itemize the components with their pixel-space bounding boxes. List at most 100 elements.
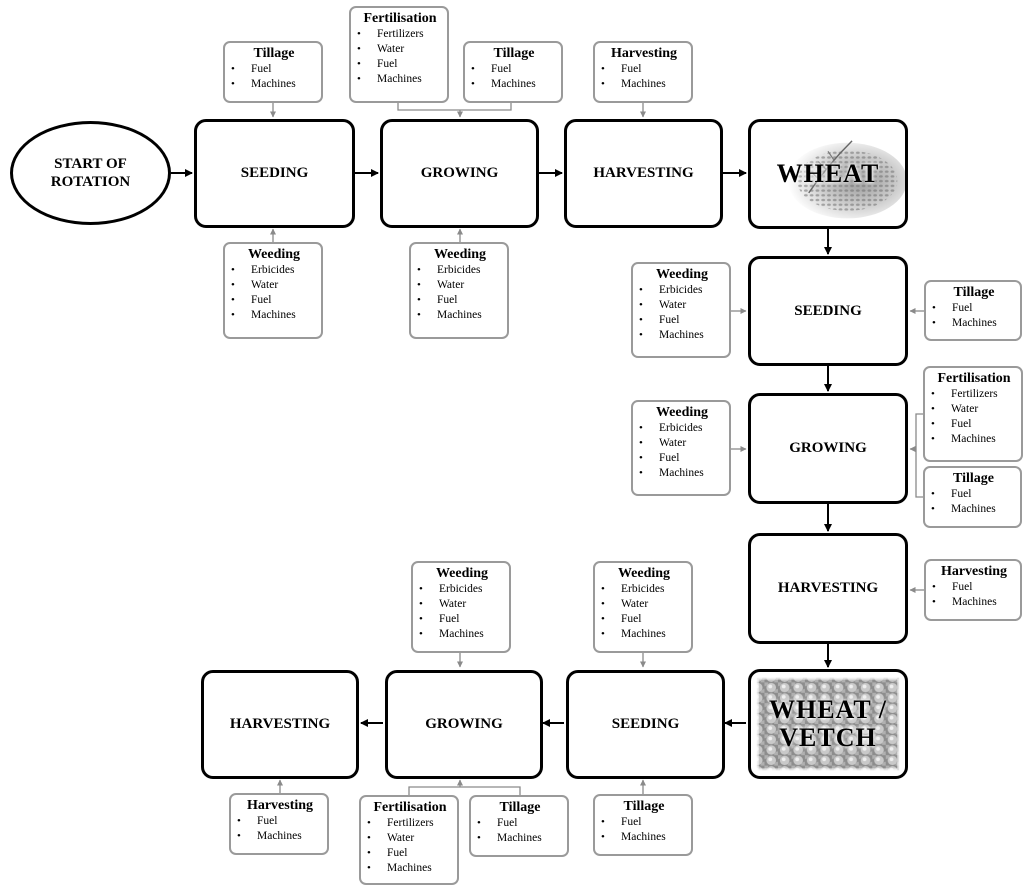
input-title: Tillage [623, 799, 665, 814]
input-title: Harvesting [246, 798, 314, 813]
input-list-item: Water [601, 597, 687, 612]
input-list-item: Fuel [601, 815, 687, 830]
tillage-input-box: TillageFuelMachines [593, 794, 693, 856]
start-of-rotation-label: START OF ROTATION [50, 156, 131, 190]
input-title: Tillage [953, 471, 994, 486]
harvesting-input-box: HarvestingFuelMachines [229, 793, 329, 855]
harvesting-label: HARVESTING [229, 716, 331, 732]
input-list-item: Machines [639, 328, 725, 343]
weeding-input-box: WeedingErbicidesWaterFuelMachines [409, 242, 509, 339]
input-list-item: Fuel [357, 57, 443, 72]
input-list-item: Fuel [477, 816, 563, 831]
input-list-item: Erbicides [639, 421, 725, 436]
input-list: FuelMachines [932, 580, 1016, 610]
input-list-item: Machines [231, 308, 317, 323]
input-list-item: Fuel [367, 846, 453, 861]
fertilisation-input-box: FertilisationFertilizersWaterFuelMachine… [923, 366, 1023, 462]
tillage-input-box: TillageFuelMachines [924, 280, 1022, 341]
input-list: ErbicidesWaterFuelMachines [601, 582, 687, 642]
weeding-input-box: WeedingErbicidesWaterFuelMachines [631, 400, 731, 496]
wheat-vetch-seed-image [754, 675, 902, 773]
input-title: Weeding [617, 566, 671, 581]
input-list-item: Fuel [931, 417, 1017, 432]
input-list-item: Fuel [231, 293, 317, 308]
input-list: FuelMachines [931, 487, 1016, 517]
seeding-label: SEEDING [611, 716, 680, 732]
weeding-input-box: WeedingErbicidesWaterFuelMachines [593, 561, 693, 653]
tillage-input-box: TillageFuelMachines [463, 41, 563, 103]
tillage-input-box: TillageFuelMachines [223, 41, 323, 103]
input-list-item: Erbicides [419, 582, 505, 597]
input-title: Harvesting [940, 564, 1008, 579]
input-title: Harvesting [610, 46, 678, 61]
input-list: FuelMachines [471, 62, 557, 92]
input-title: Fertilisation [937, 371, 1011, 386]
input-list-item: Machines [601, 77, 687, 92]
input-title: Tillage [253, 46, 295, 61]
growing-node-3: GROWING [385, 670, 543, 779]
wheat-vetch-label: WHEAT / VETCH [768, 695, 887, 752]
harvesting-input-box: HarvestingFuelMachines [924, 559, 1022, 621]
input-list-item: Machines [601, 830, 687, 845]
growing-node-2: GROWING [748, 393, 908, 504]
seeding-node-1: SEEDING [194, 119, 355, 228]
tillage-input-box: TillageFuelMachines [469, 795, 569, 857]
input-title: Weeding [435, 566, 489, 581]
harvesting-node-3: HARVESTING [201, 670, 359, 779]
input-list-item: Fuel [932, 301, 1016, 316]
input-title: Weeding [433, 247, 487, 262]
input-list: FuelMachines [601, 815, 687, 845]
input-list-item: Fuel [471, 62, 557, 77]
input-list-item: Fertilizers [367, 816, 453, 831]
harvesting-node-2: HARVESTING [748, 533, 908, 644]
input-list-item: Fuel [601, 62, 687, 77]
input-list-item: Erbicides [639, 283, 725, 298]
wheat-node: WHEAT [748, 119, 908, 229]
input-list: ErbicidesWaterFuelMachines [639, 283, 725, 343]
input-list-item: Fuel [931, 487, 1016, 502]
input-list-item: Water [639, 436, 725, 451]
input-list-item: Water [639, 298, 725, 313]
seeding-label: SEEDING [794, 302, 862, 319]
seeding-node-3: SEEDING [566, 670, 725, 779]
input-title: Tillage [953, 285, 995, 300]
input-list-item: Machines [471, 77, 557, 92]
input-list-item: Machines [417, 308, 503, 323]
input-list-item: Water [231, 278, 317, 293]
growing-label: GROWING [425, 716, 503, 732]
input-title: Tillage [493, 46, 535, 61]
input-list-item: Machines [639, 466, 725, 481]
weeding-input-box: WeedingErbicidesWaterFuelMachines [223, 242, 323, 339]
weeding-input-box: WeedingErbicidesWaterFuelMachines [631, 262, 731, 358]
input-list: FertilizersWaterFuelMachines [367, 816, 453, 876]
input-title: Fertilisation [363, 11, 437, 26]
input-list-item: Machines [931, 502, 1016, 517]
input-list-item: Erbicides [601, 582, 687, 597]
input-list: FuelMachines [237, 814, 323, 844]
start-of-rotation-node: START OF ROTATION [10, 121, 171, 225]
input-list-item: Machines [419, 627, 505, 642]
input-list-item: Machines [601, 627, 687, 642]
input-list-item: Machines [477, 831, 563, 846]
seeding-label: SEEDING [240, 165, 309, 181]
growing-label: GROWING [789, 440, 867, 456]
input-list-item: Fertilizers [931, 387, 1017, 402]
input-list-item: Fuel [237, 814, 323, 829]
growing-label: GROWING [420, 165, 499, 181]
input-list: ErbicidesWaterFuelMachines [417, 263, 503, 323]
harvesting-input-box: HarvestingFuelMachines [593, 41, 693, 103]
input-list-item: Water [417, 278, 503, 293]
input-list: FuelMachines [601, 62, 687, 92]
input-list-item: Fuel [932, 580, 1016, 595]
weeding-input-box: WeedingErbicidesWaterFuelMachines [411, 561, 511, 653]
input-list: FuelMachines [932, 301, 1016, 331]
input-list: ErbicidesWaterFuelMachines [231, 263, 317, 323]
input-list-item: Machines [357, 72, 443, 87]
input-list-item: Machines [932, 316, 1016, 331]
wheat-grain-image [787, 140, 905, 219]
tillage-input-box: TillageFuelMachines [923, 466, 1022, 528]
input-title: Weeding [655, 405, 709, 420]
fertilisation-input-box: FertilisationFertilizersWaterFuelMachine… [359, 795, 459, 885]
input-title: Tillage [499, 800, 541, 815]
input-list: FuelMachines [231, 62, 317, 92]
